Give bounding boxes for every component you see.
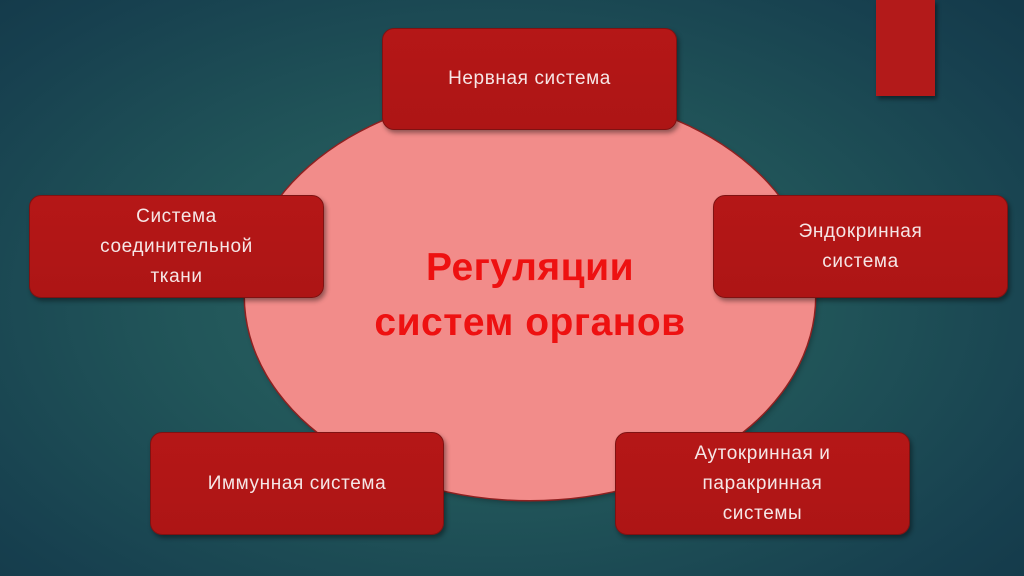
central-concept-text: Регуляции систем органов <box>374 246 686 344</box>
node-autocrine-paracrine-systems: Аутокринная и паракринная системы <box>615 432 910 535</box>
node-label: Система соединительной ткани <box>100 205 253 287</box>
node-label: Эндокринная система <box>798 220 923 272</box>
node-label: Иммунная система <box>207 472 387 494</box>
node-nervous-system: Нервная система <box>382 28 677 130</box>
node-label: Нервная система <box>448 68 611 89</box>
node-immune-system: Иммунная система <box>150 432 444 535</box>
decorative-accent-bar <box>876 0 935 96</box>
node-label: Аутокринная и паракринная системы <box>694 442 831 524</box>
node-endocrine-system: Эндокринная система <box>713 195 1008 298</box>
central-concept-title: Регуляции систем органов <box>374 240 685 350</box>
node-connective-tissue-system: Система соединительной ткани <box>29 195 324 298</box>
